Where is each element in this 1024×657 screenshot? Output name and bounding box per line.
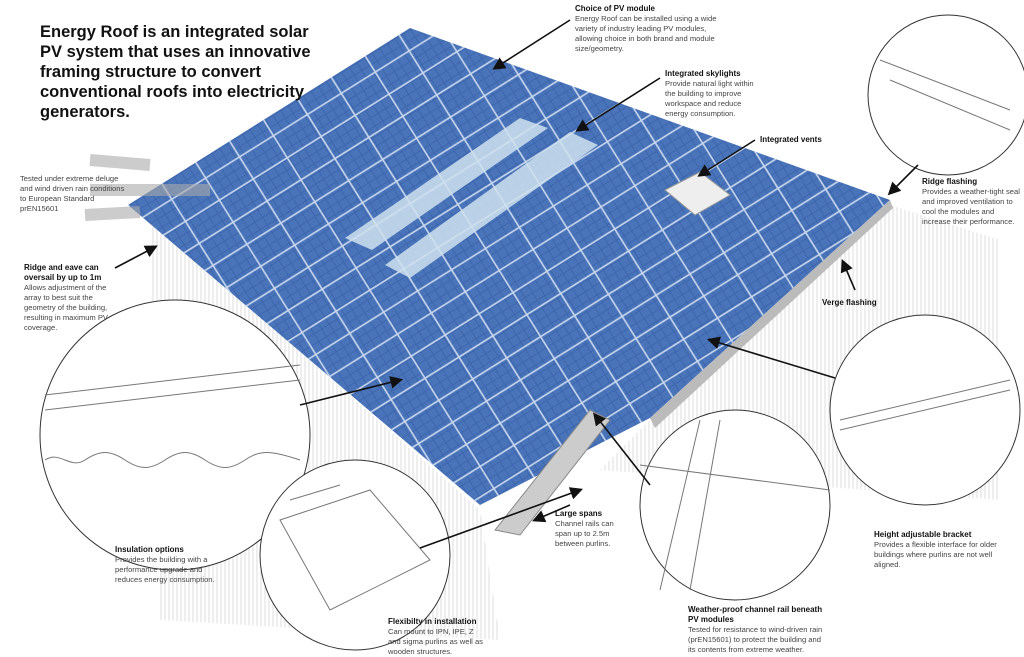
callout-heading: Weather-proof channel rail beneath PV mo…	[688, 605, 823, 624]
callout-heading: Verge flashing	[822, 298, 877, 307]
callout-heading: Integrated vents	[760, 135, 822, 144]
callout-body: Allows adjustment of the array to best s…	[24, 283, 108, 332]
verge-flashing	[650, 200, 893, 428]
callout-tested: Tested under extreme deluge and wind dri…	[20, 174, 125, 214]
callout-body: Channel rails can span up to 2.5m betwee…	[555, 519, 614, 548]
arrow-large-spans	[532, 504, 571, 523]
callout-heading: Height adjustable bracket	[874, 530, 972, 539]
arrow-flexibility	[419, 487, 584, 549]
callout-body: Provides a weather-tight seal and improv…	[922, 187, 1020, 226]
callout-heading: Ridge and eave can oversail by up to 1m	[24, 263, 102, 282]
callout-body: Provide natural light within the buildin…	[665, 79, 754, 118]
arrow-skylights	[575, 77, 661, 132]
page-title: Energy Roof is an integrated solar PV sy…	[40, 23, 311, 121]
callout-body: Tested for resistance to wind-driven rai…	[688, 625, 823, 654]
skylight-2	[385, 132, 598, 278]
detail-flexibility	[259, 459, 451, 651]
arrow-oversail	[114, 245, 158, 269]
arrow-vents	[697, 139, 756, 177]
callout-vents: Integrated vents	[760, 135, 850, 145]
callout-body: Provides the building with a performance…	[115, 555, 215, 584]
arrow-bracket	[706, 336, 836, 379]
callout-heading: Insulation options	[115, 545, 184, 554]
callout-heading: Choice of PV module	[575, 4, 656, 13]
skylight-1	[345, 118, 548, 250]
callout-body: Energy Roof can be installed using a wid…	[575, 14, 717, 53]
callout-body: Provides a flexible interface for older …	[874, 540, 997, 569]
vent	[664, 171, 731, 216]
arrow-channel	[593, 412, 651, 486]
detail-channel-rail	[639, 409, 831, 601]
detail-ridge	[867, 14, 1024, 176]
arrow-ridge	[887, 164, 919, 196]
callout-heading: Large spans	[555, 509, 603, 518]
callout-body: Can mount to IPN, IPE, Z and sigma purli…	[388, 627, 483, 656]
callout-body: Tested under extreme deluge and wind dri…	[20, 174, 125, 213]
rain-arrows	[84, 154, 210, 221]
detail-insulation	[39, 299, 311, 571]
callout-heading: Flexibilty in installation	[388, 617, 477, 626]
callout-verge-flashing: Verge flashing	[822, 298, 902, 308]
arrow-insulation	[299, 376, 404, 406]
callout-heading: Integrated skylights	[665, 69, 741, 78]
callout-heading: Ridge flashing	[922, 177, 978, 186]
arrow-verge	[840, 259, 856, 291]
callout-channel-rail: Weather-proof channel rail beneath PV mo…	[688, 605, 828, 655]
arrow-choice-pv	[492, 19, 571, 70]
